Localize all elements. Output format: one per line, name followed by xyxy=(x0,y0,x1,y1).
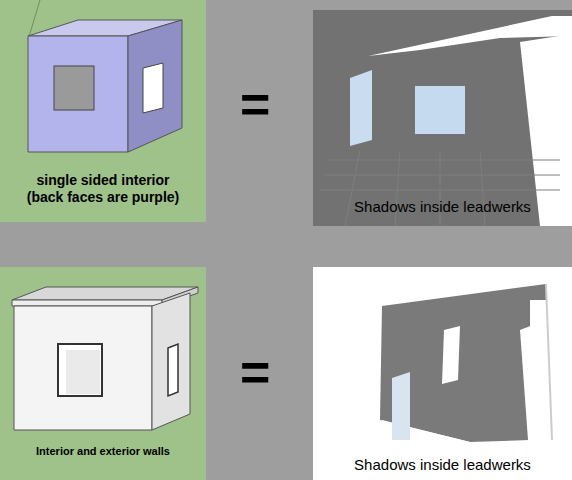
image-panel: Shadows inside leadwerks xyxy=(313,10,572,226)
panel-caption: Shadows inside leadwerks xyxy=(354,198,531,216)
equals-sign: = xyxy=(240,78,270,130)
image-panel: single sided interior (back faces are pu… xyxy=(0,0,206,222)
panel-caption: single sided interior (back faces are pu… xyxy=(21,172,186,206)
image-panel: Interior and exterior walls xyxy=(0,267,206,480)
panel-caption: Interior and exterior walls xyxy=(36,445,170,458)
equals-sign: = xyxy=(240,346,270,398)
panel-caption: Shadows inside leadwerks xyxy=(354,456,531,474)
image-panel: Shadows inside leadwerks xyxy=(313,267,572,480)
